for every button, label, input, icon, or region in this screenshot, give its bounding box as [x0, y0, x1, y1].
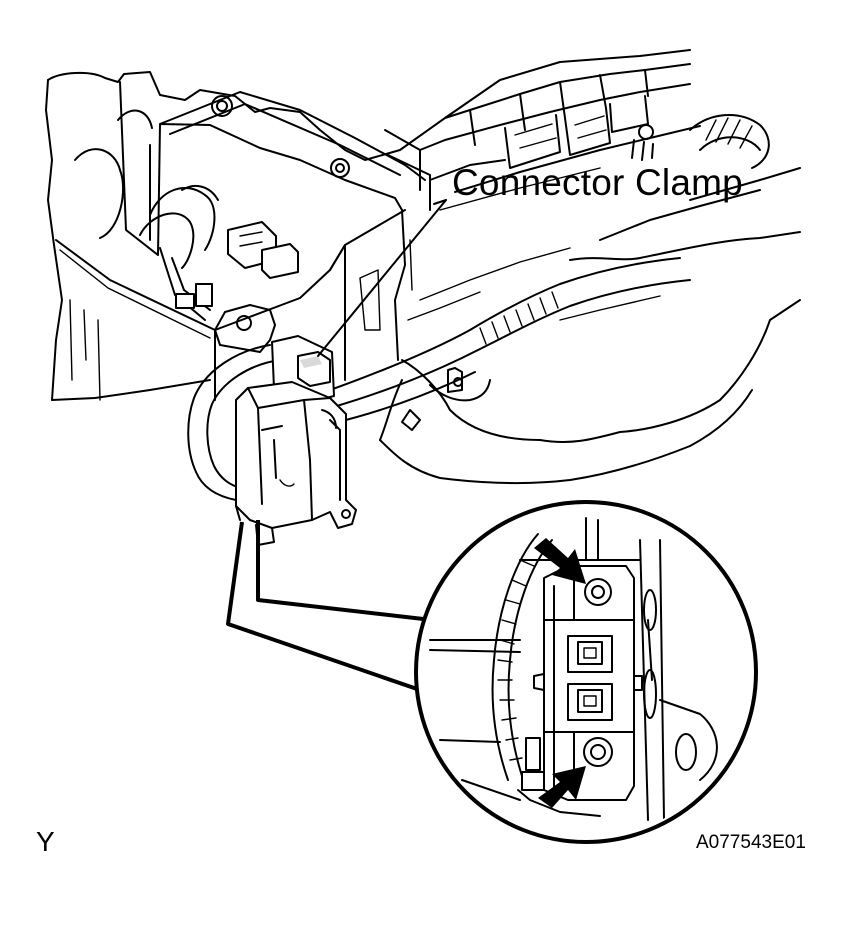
arrow-lower-bolt — [538, 766, 586, 808]
arrow-upper-bolt — [534, 538, 586, 584]
connector-clamp-label: Connector Clamp — [452, 162, 743, 203]
callout-leader — [317, 199, 447, 357]
figure-id: A077543E01 — [696, 832, 806, 853]
detail-magnifier-circle — [414, 500, 758, 844]
view-letter: Y — [36, 826, 55, 857]
engine-assembly-drawing — [45, 49, 801, 546]
